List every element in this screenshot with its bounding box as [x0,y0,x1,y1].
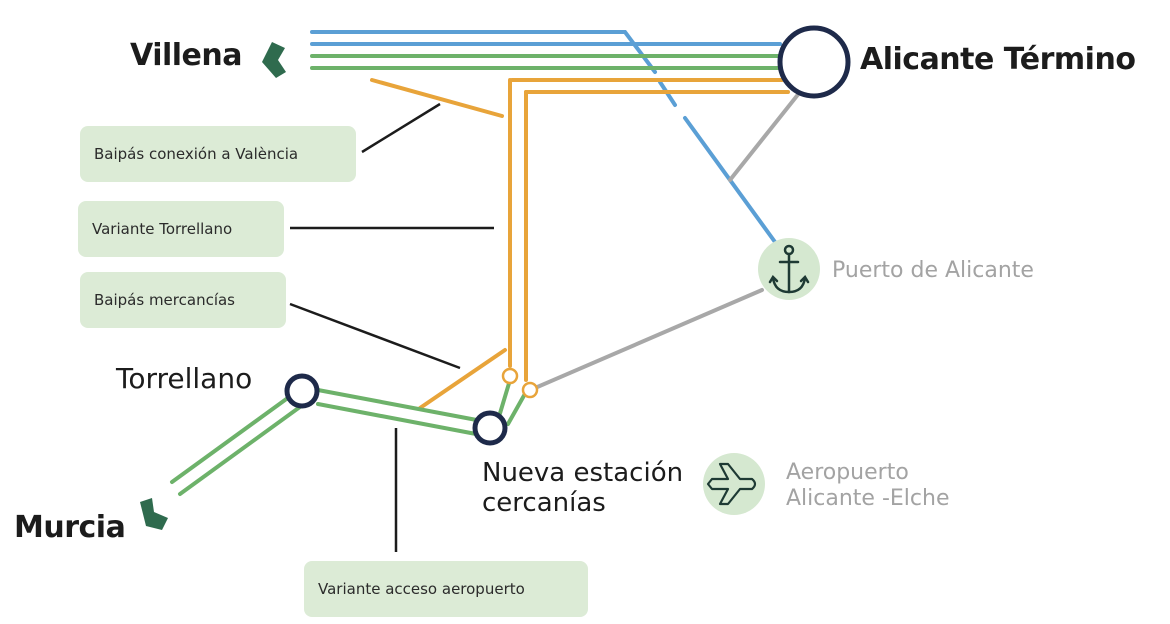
junction-node [501,367,519,385]
callout-baipas-valencia: Baipás conexión a València [80,126,356,182]
nueva-estacion-line2: cercanías [482,488,606,518]
callout-variante-torrellano: Variante Torrellano [78,201,284,257]
murcia-label: Murcia [14,510,126,545]
anchor-icon[interactable] [758,238,820,300]
nueva-estacion-label: Nueva estación cercanías [482,458,683,518]
alicante-termino-label: Alicante Término [860,42,1136,77]
aeropuerto-line1: Aeropuerto [786,460,909,485]
map-region-icon [140,498,168,530]
green-line-south [170,378,528,496]
grey-line [533,90,802,390]
junction-node [521,381,539,399]
orange-line [370,78,790,410]
aeropuerto-label: Aeropuerto Alicante -Elche [786,460,949,512]
blue-line [310,30,782,244]
torrellano-station[interactable] [284,373,320,409]
aeropuerto-line2: Alicante -Elche [786,486,950,511]
green-line-north [310,54,782,70]
leader-lines [289,102,494,552]
callout-variante-aeropuerto: Variante acceso aeropuerto [304,561,588,617]
map-region-icon [262,42,286,78]
callout-baipas-mercancias: Baipás mercancías [80,272,286,328]
airplane-icon[interactable] [703,453,765,515]
nueva-estacion-station[interactable] [472,410,508,446]
puerto-label: Puerto de Alicante [832,258,1034,283]
torrellano-label: Torrellano [116,362,253,395]
villena-label: Villena [130,38,243,73]
nueva-estacion-line1: Nueva estación [482,458,684,488]
alicante-termino-station[interactable] [777,25,851,99]
